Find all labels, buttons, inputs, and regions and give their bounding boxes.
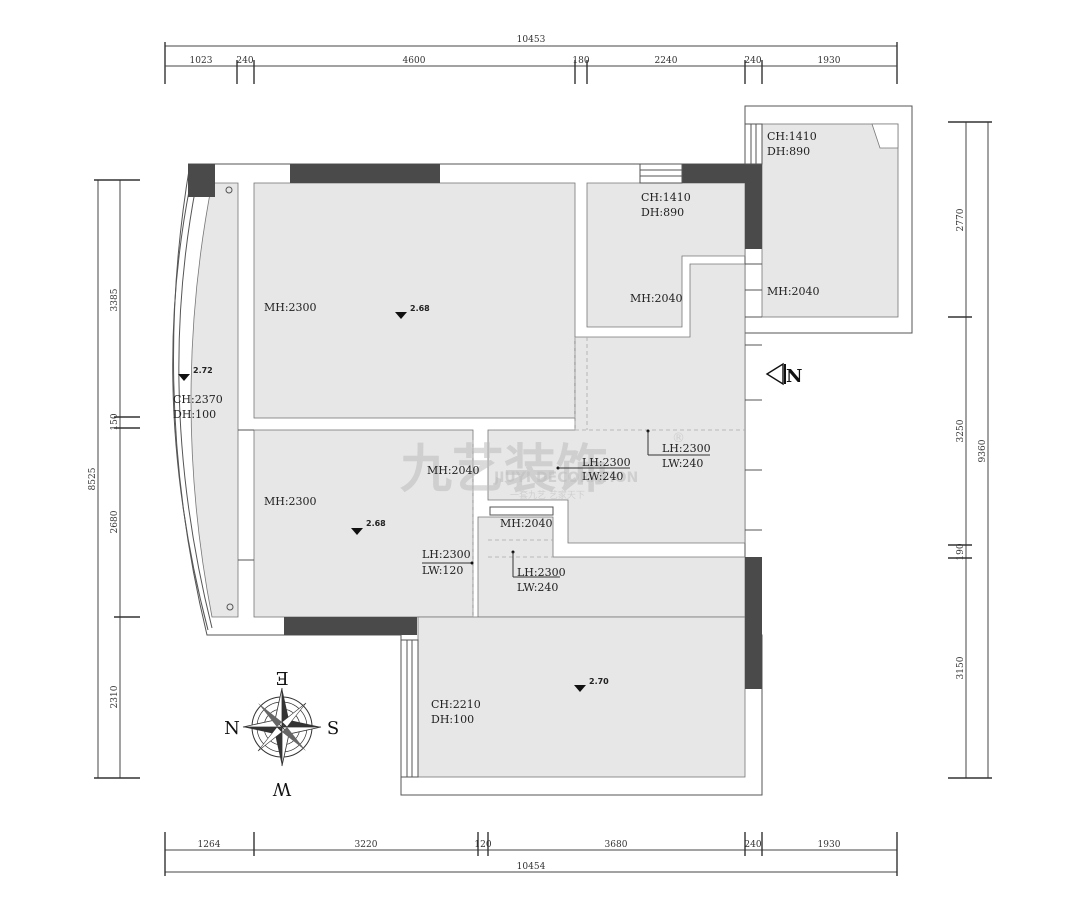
living-dh: DH:100: [431, 713, 474, 726]
balcony-level: 2.72: [193, 366, 213, 375]
side-mh: MH:2040: [767, 285, 820, 298]
compass-top: E: [275, 667, 288, 688]
living-ch: CH:2210: [431, 698, 481, 711]
right-dim-3: 190: [956, 543, 966, 560]
right-total-dim: 9360: [978, 439, 988, 462]
room-2: [253, 429, 474, 618]
room-1: [253, 182, 576, 419]
center-lh: LH:2300: [582, 456, 631, 469]
watermark: 九艺装饰 ® JIUYI DECORATION 一套九艺 艺家天下: [400, 431, 685, 501]
left-dim-1: 3385: [110, 288, 120, 311]
top-dim-7: 1930: [818, 56, 841, 66]
left-dimensions: 8525 3385 150 2680 2310: [88, 179, 140, 779]
passage-mh: MH:2040: [500, 517, 553, 530]
bottom-dim-3: 120: [474, 840, 491, 850]
bottom-dim-5: 240: [744, 840, 761, 850]
kitchen-dh: DH:890: [641, 206, 684, 219]
top-dimensions: 10453 1023 240 4600 180 2240 240 1930: [164, 35, 898, 84]
curved-balcony: [190, 182, 239, 618]
left-dim-3: 2680: [110, 510, 120, 533]
left-dim-2: 150: [110, 413, 120, 430]
compass: E W N S: [224, 667, 339, 799]
watermark-slogan: 一套九艺 艺家天下: [510, 489, 585, 501]
top-dim-4: 180: [572, 56, 589, 66]
top-dim-2: 240: [236, 56, 253, 66]
hall-lw: LW:240: [662, 457, 703, 470]
bottom-total-dim: 10454: [517, 862, 546, 872]
right-dim-2: 3250: [956, 419, 966, 442]
balcony-ch: CH:2370: [173, 393, 223, 406]
living-room: [417, 616, 746, 778]
r2-lh: LH:2300: [422, 548, 471, 561]
side-dh: DH:890: [767, 145, 810, 158]
balcony-dh: DH:100: [173, 408, 216, 421]
kitchen-ch: CH:1410: [641, 191, 691, 204]
top-dim-6: 240: [744, 56, 761, 66]
top-dim-5: 2240: [655, 56, 678, 66]
compass-bottom: W: [272, 778, 291, 799]
r2-lw: LW:120: [422, 564, 463, 577]
left-total-dim: 8525: [88, 467, 98, 490]
room1-level: 2.68: [410, 304, 430, 313]
watermark-main: 九艺装饰: [400, 440, 608, 500]
compass-right: S: [327, 718, 339, 739]
right-dim-1: 2770: [956, 208, 966, 231]
lower-lw: LW:240: [517, 581, 558, 594]
room2-mh: MH:2300: [264, 495, 317, 508]
room1-mh: MH:2300: [264, 301, 317, 314]
top-dim-3: 4600: [403, 56, 426, 66]
north-marker-label: N: [786, 366, 802, 387]
bottom-dim-1: 1264: [198, 840, 221, 850]
entry-marker: N: [765, 362, 802, 387]
compass-left: N: [224, 718, 240, 739]
side-room: [761, 123, 899, 318]
watermark-sub: JIUYI DECORATION: [493, 470, 638, 486]
hall: [487, 263, 746, 544]
bottom-dimensions: 1264 3220 120 3680 240 1930 10454: [164, 832, 898, 876]
side-ch: CH:1410: [767, 130, 817, 143]
bottom-dim-2: 3220: [355, 840, 378, 850]
annotations: 2.72 CH:2370 DH:100 MH:2300 2.68 MH:2300…: [173, 130, 820, 726]
room2-door-mh: MH:2040: [427, 464, 480, 477]
watermark-reg: ®: [672, 431, 685, 446]
hall-lh: LH:2300: [662, 442, 711, 455]
left-dim-4: 2310: [110, 685, 120, 708]
bottom-dim-6: 1930: [818, 840, 841, 850]
top-dim-1: 1023: [190, 56, 213, 66]
living-level: 2.70: [589, 677, 609, 686]
top-total-dim: 10453: [517, 35, 546, 45]
bottom-dim-4: 3680: [605, 840, 628, 850]
right-dim-4: 3150: [956, 656, 966, 679]
right-dimensions: 2770 3250 190 3150 9360: [948, 121, 992, 779]
kitchen-mh: MH:2040: [630, 292, 683, 305]
center-lw: LW:240: [582, 470, 623, 483]
building: [172, 105, 913, 796]
room2-level: 2.68: [366, 519, 386, 528]
lower-lh: LH:2300: [517, 566, 566, 579]
